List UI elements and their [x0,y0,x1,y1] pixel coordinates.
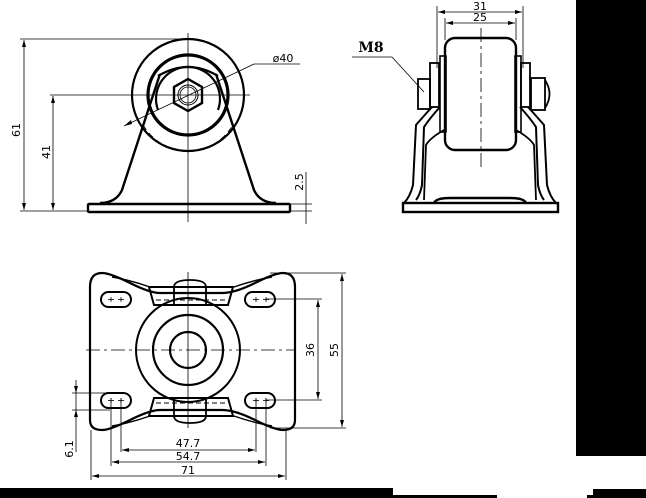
wheel-tread-circle [146,53,230,137]
mounting-plate-outline [88,271,297,432]
bottom-black-band-left [0,488,393,498]
dim-overall-height: 61 [10,123,23,137]
hidden-arc [142,124,234,152]
top-rib-center [173,279,207,306]
dim-outer-hole-spacing: 54.7 [176,450,201,463]
flange-line-bl [111,415,151,427]
side-base-top [432,196,528,204]
bottom-black-line-mid [393,495,497,498]
m8-leader [391,56,425,93]
dim-axle-height: 41 [40,145,53,159]
wheel-body [443,36,518,152]
right-black-panel [576,0,646,456]
flange-line-tr [233,276,273,288]
hex-nut [172,77,204,113]
fork-right-outer [527,106,557,204]
dim-plate-length: 55 [328,343,341,357]
dim-outer-width: 31 [473,0,487,13]
slot-center-marks [108,297,269,403]
mounting-slot-tr [244,291,276,308]
side-view [352,6,560,214]
fork-left-outer [403,106,433,204]
bottom-black-band-right [593,489,646,498]
front-view [20,33,312,224]
axle-bore-inner [179,86,197,104]
side-arrows [438,10,522,25]
bottom-black-line-mid2 [587,495,593,498]
fork-left-inner [415,106,441,201]
side-base-plate [401,201,560,214]
bolt-callout: M8 [358,40,383,56]
axle-nut [530,77,546,111]
dim-plate-width: 71 [181,464,195,477]
bolt-head [417,78,431,110]
wheel-hub-left [439,55,447,133]
mounting-slot-br [244,392,276,409]
axle-nut-dome [544,79,551,109]
bottom-rib [147,397,235,417]
dim-slot-width: 6.1 [63,440,76,458]
bracket-right-leg [214,73,277,205]
flange-line-tl [111,276,151,288]
top-view [72,271,346,480]
dim-hole-spacing-vertical: 36 [304,343,317,357]
fork-plate-left [429,62,440,108]
front-arrows [22,40,132,210]
base-plate [86,202,292,214]
mounting-slot-tl [100,291,132,308]
fork-plate-right [520,62,531,108]
bottom-rib-center [173,397,207,424]
flange-line-br [233,415,273,427]
mounting-slot-bl [100,392,132,409]
fork-right-inner [519,106,545,201]
bracket-left-leg [99,73,162,205]
dim-inner-hole-spacing: 47.7 [176,437,201,450]
fork-right-back [515,129,537,201]
dim-plate-thickness: 2.5 [293,173,306,191]
fork-left-back [423,129,445,201]
dim-wheel-diameter: ø40 [273,52,294,65]
bracket-top [157,66,219,77]
dim-wheel-width: 25 [473,11,487,24]
top-rib [147,286,235,306]
top-arrows [74,274,344,478]
diameter-leader [123,63,255,127]
axle-bore [177,84,199,106]
